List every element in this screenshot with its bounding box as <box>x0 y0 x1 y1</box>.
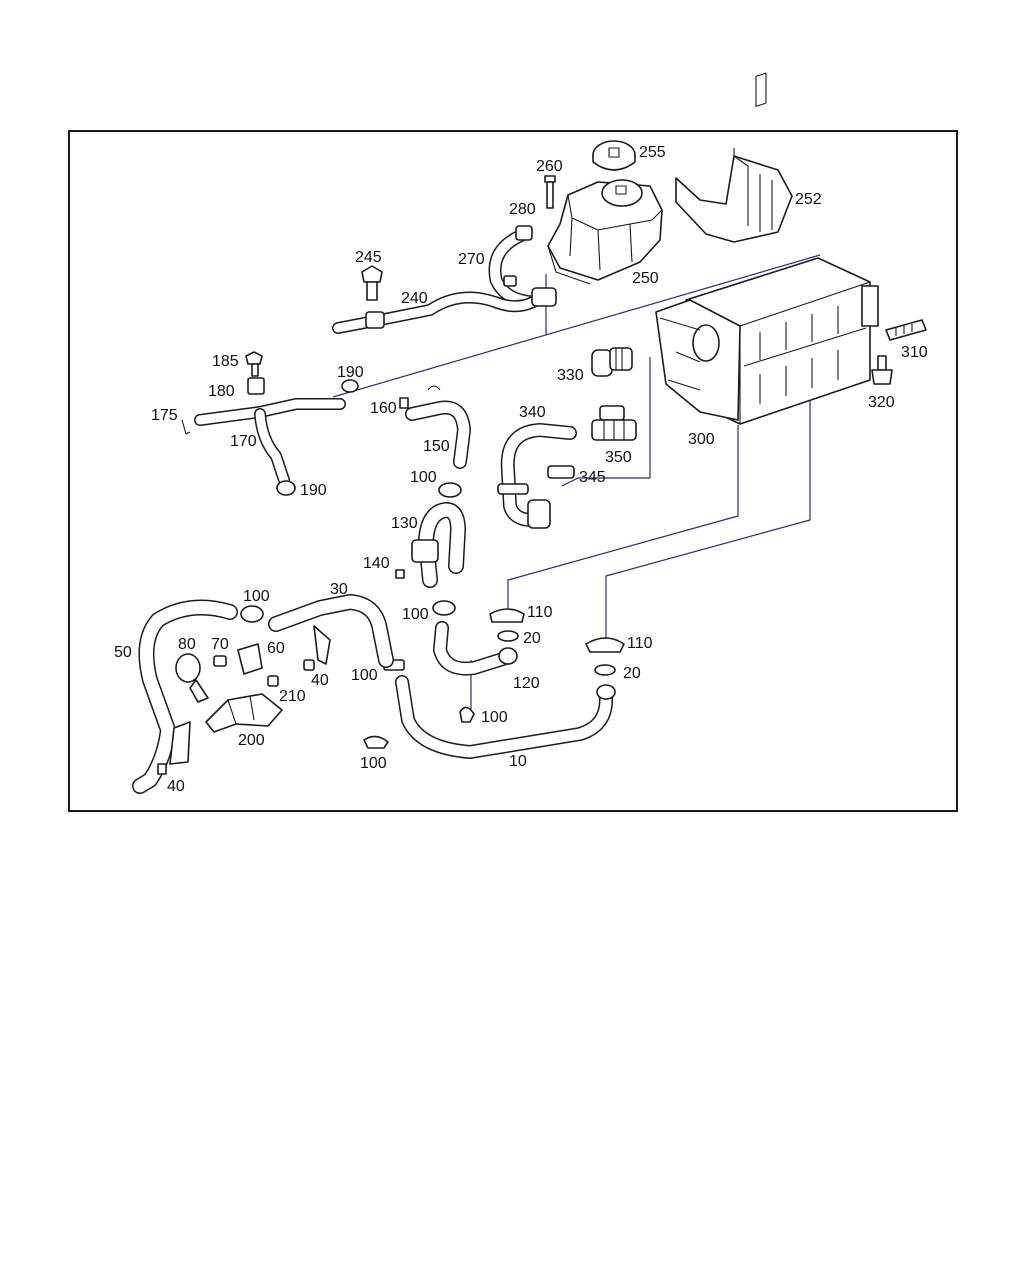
hose-120 <box>432 600 518 676</box>
callout-255: 255 <box>639 144 666 161</box>
callout-250: 250 <box>632 270 659 287</box>
clamp-110-upper <box>489 608 525 642</box>
callout-170: 170 <box>230 433 257 450</box>
callout-175: 175 <box>151 407 178 424</box>
callout-270: 270 <box>458 251 485 268</box>
callout-100-b: 100 <box>243 588 270 605</box>
callout-100-f: 100 <box>360 755 387 772</box>
callout-280: 280 <box>509 201 536 218</box>
clip-345 <box>547 465 575 479</box>
callout-120: 120 <box>513 675 540 692</box>
callout-300: 300 <box>688 431 715 448</box>
fitting-330 <box>591 347 633 377</box>
callout-70: 70 <box>211 636 229 653</box>
callout-190-lower: 190 <box>300 482 327 499</box>
expansion-tank <box>547 179 663 285</box>
callout-180: 180 <box>208 383 235 400</box>
hose-170 <box>181 351 359 496</box>
callout-345: 345 <box>579 469 606 486</box>
callout-252: 252 <box>795 191 822 208</box>
callout-20-upper: 20 <box>523 630 541 647</box>
charge-air-cooler <box>655 72 879 425</box>
hose-150 <box>399 385 471 469</box>
callout-40-upper: 40 <box>311 672 329 689</box>
callout-80: 80 <box>178 636 196 653</box>
hose-30 <box>240 594 394 668</box>
callout-100-e: 100 <box>481 709 508 726</box>
callout-10: 10 <box>509 753 527 770</box>
bolt-320 <box>871 355 893 385</box>
callout-260: 260 <box>536 158 563 175</box>
callout-100-c: 100 <box>402 606 429 623</box>
sensor-310 <box>885 319 927 341</box>
callout-140: 140 <box>363 555 390 572</box>
callout-30: 30 <box>330 581 348 598</box>
callout-100-a: 100 <box>410 469 437 486</box>
callout-40-lower: 40 <box>167 778 185 795</box>
hose-50 <box>132 599 238 794</box>
callout-330: 330 <box>557 367 584 384</box>
callout-100-d: 100 <box>351 667 378 684</box>
callout-245: 245 <box>355 249 382 266</box>
callout-160: 160 <box>370 400 397 417</box>
callout-130: 130 <box>391 515 418 532</box>
callout-110-upper: 110 <box>527 604 553 621</box>
vent-hoses <box>332 225 557 334</box>
callout-20-lower: 20 <box>623 665 641 682</box>
hose-10 <box>363 659 616 759</box>
callout-350: 350 <box>605 449 632 466</box>
callout-185: 185 <box>212 353 239 370</box>
fitting-350 <box>591 405 637 441</box>
callout-190-upper: 190 <box>337 364 364 381</box>
callout-320: 320 <box>868 394 895 411</box>
bolt-245 <box>361 265 383 301</box>
clamp-110-lower <box>585 637 625 676</box>
hose-340 <box>497 423 577 529</box>
callout-340: 340 <box>519 404 546 421</box>
callout-200: 200 <box>238 732 265 749</box>
bracket-group <box>175 643 315 733</box>
callout-labels: 255 260 252 280 245 270 250 240 185 190 … <box>114 144 928 795</box>
callout-240: 240 <box>401 290 428 307</box>
screw-260 <box>544 175 556 209</box>
expansion-tank-cap <box>592 140 636 171</box>
callout-210: 210 <box>279 688 306 705</box>
heat-shield <box>675 148 793 243</box>
callout-60: 60 <box>267 640 285 657</box>
leader-lines <box>332 254 821 712</box>
callout-150: 150 <box>423 438 450 455</box>
callout-50: 50 <box>114 644 132 661</box>
callout-310: 310 <box>901 344 928 361</box>
callout-110-lower: 110 <box>627 635 653 652</box>
hose-130 <box>395 482 466 588</box>
